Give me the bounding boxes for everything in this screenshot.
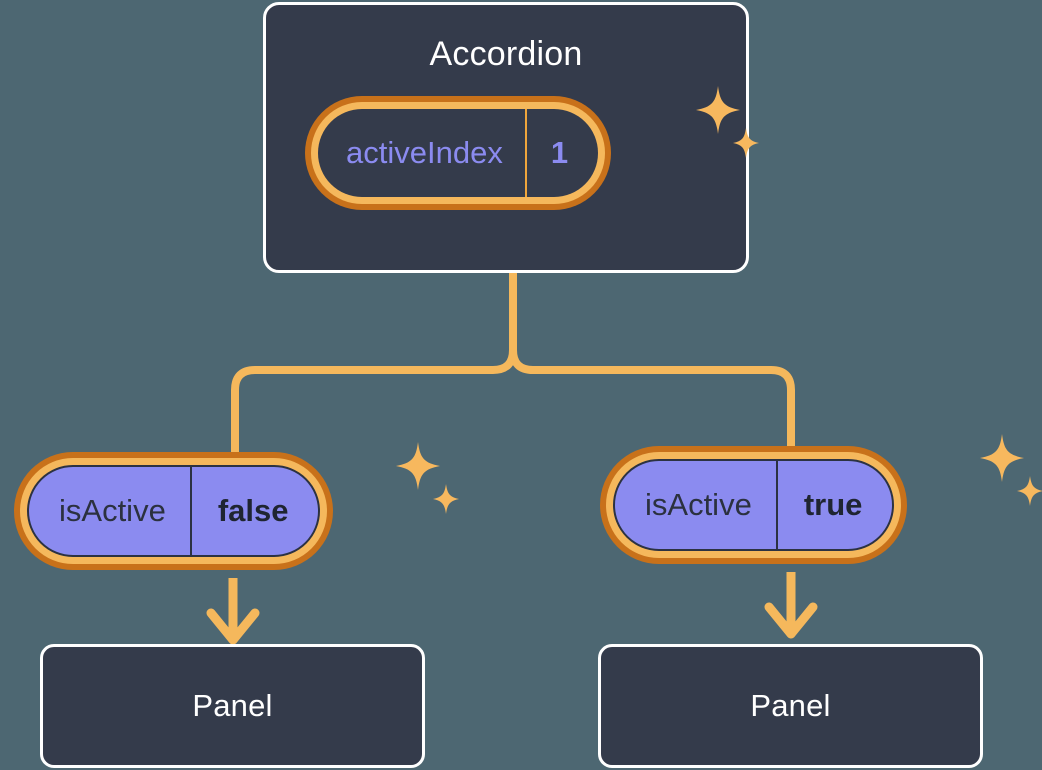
state-pill-is-active-true[interactable]: isActive true [600,446,908,564]
connector-root-split [231,269,517,465]
pill-ring-inner: isActive true [606,452,902,558]
page-title: Accordion [429,35,583,73]
panel-title-left: Panel [192,688,273,723]
pill-ring-outer: activeIndex 1 [305,96,612,210]
sparkle-group-right [976,432,1042,517]
state-value-label: false [189,467,319,555]
panel-component-card-left[interactable]: Panel [40,644,425,768]
state-key-label: isActive [645,487,752,522]
arrow-down-icon-left [206,578,260,645]
pill-ring-outer: isActive false [14,452,334,570]
panel-title-right: Panel [750,688,831,723]
pill-ring-inner: activeIndex 1 [311,102,606,204]
panel-component-card-right[interactable]: Panel [598,644,983,768]
sparkle-group-left [392,440,462,525]
pill-body: activeIndex 1 [318,109,599,197]
state-key-label: isActive [59,493,166,528]
sparkle-four-point-small-icon [433,484,459,514]
state-pill-is-active-false[interactable]: isActive false [14,452,334,570]
sparkle-four-point-small-icon [1017,476,1042,506]
sparkle-four-point-icon [396,442,440,490]
pill-ring-inner: isActive false [20,458,328,564]
pill-body: isActive true [613,459,895,551]
state-value-label: true [775,461,893,549]
arrow-down-icon-right [764,572,818,639]
sparkle-four-point-icon [980,434,1024,482]
state-value-label: 1 [524,109,598,197]
pill-ring-outer: isActive true [600,446,908,564]
state-pill-active-index[interactable]: activeIndex 1 [305,96,612,210]
state-key-label: activeIndex [346,135,503,170]
pill-body: isActive false [27,465,321,557]
connector-root-to-right [509,346,795,459]
